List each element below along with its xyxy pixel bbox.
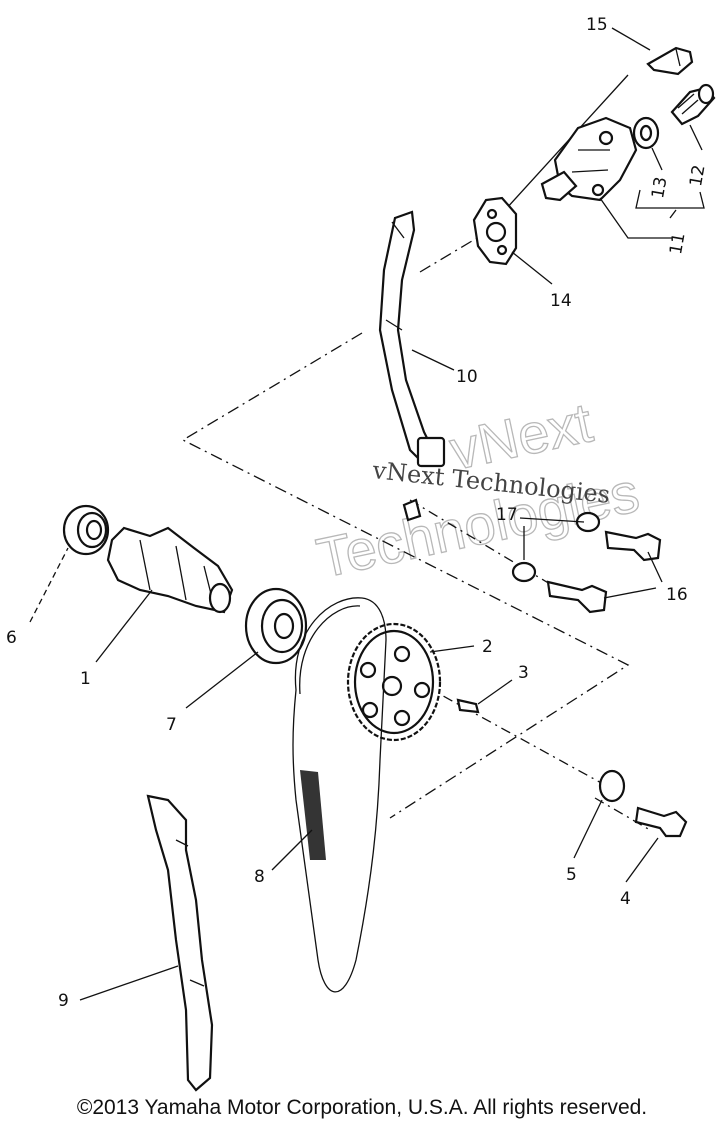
part-label-13: 13 [648,175,671,200]
bearing-6-drawing [62,504,110,556]
part-label-17: 17 [496,505,518,525]
washer-bolt-4-5-drawing [598,769,688,838]
part-label-5: 5 [566,865,577,885]
chain-8-drawing [292,597,387,993]
part-label-9: 9 [58,991,69,1011]
chain-guide-10-drawing [378,210,446,522]
bearing-7-drawing [244,587,308,665]
sprocket-2-drawing [346,622,442,742]
part-label-10: 10 [456,367,478,387]
part-label-2: 2 [482,637,493,657]
part-label-14: 14 [550,291,572,311]
part-label-1: 1 [80,669,91,689]
pin-3-drawing [456,698,480,714]
gasket-14-drawing [472,196,518,266]
chain-guide-9-drawing [146,794,214,1092]
camshaft-1-drawing [106,526,234,614]
part-label-12: 12 [686,163,709,188]
part-label-7: 7 [166,715,177,735]
washer-13-drawing [632,116,660,150]
bolt-15-drawing [646,46,694,76]
part-label-6: 6 [6,628,17,648]
part-label-8: 8 [254,867,265,887]
copyright-notice: ©2013 Yamaha Motor Corporation, U.S.A. A… [76,1096,648,1119]
part-number-labels: 15 12 13 11 14 10 17 16 6 1 7 2 3 5 4 8 … [6,15,710,1011]
part-label-3: 3 [518,663,529,683]
plug-12-drawing [670,83,716,126]
watermark: vNext Technologies vNext Technologies [311,390,645,591]
part-label-11: 11 [666,231,689,256]
tensioner-11-drawing [540,116,638,202]
part-label-16: 16 [666,585,688,605]
part-label-4: 4 [620,889,631,909]
part-label-15: 15 [586,15,608,35]
leader-lines [29,27,705,1001]
fasteners-16-17-drawing [511,511,662,614]
